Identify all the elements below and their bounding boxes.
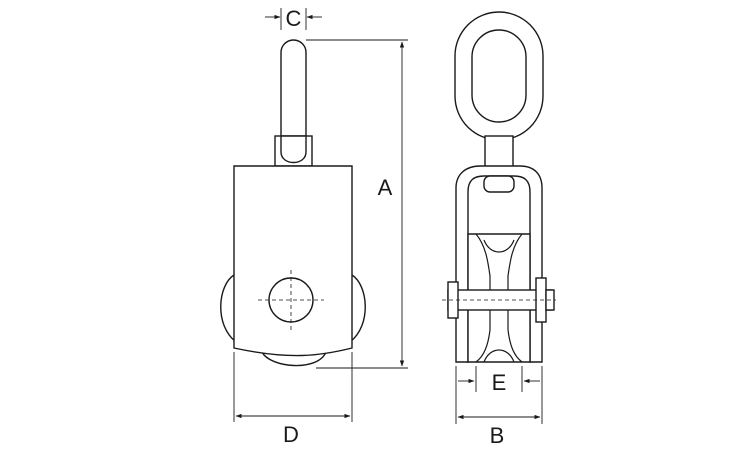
swivel-eye-inner [471,29,527,123]
side-view: E B [442,11,556,448]
sheave-groove-bottom [483,349,515,363]
swivel-neck [484,135,514,169]
front-view: C D A [220,6,408,447]
dim-b-label: B [490,423,505,448]
swivel-collar [483,175,515,193]
eye-bottom [280,135,307,164]
dim-c-label: C [286,6,302,31]
dim-a-label: A [378,175,393,200]
dim-e-label: E [492,370,507,395]
sheave-groove-top [483,239,515,253]
dim-d-label: D [283,422,299,447]
cheek-plate [233,165,353,357]
